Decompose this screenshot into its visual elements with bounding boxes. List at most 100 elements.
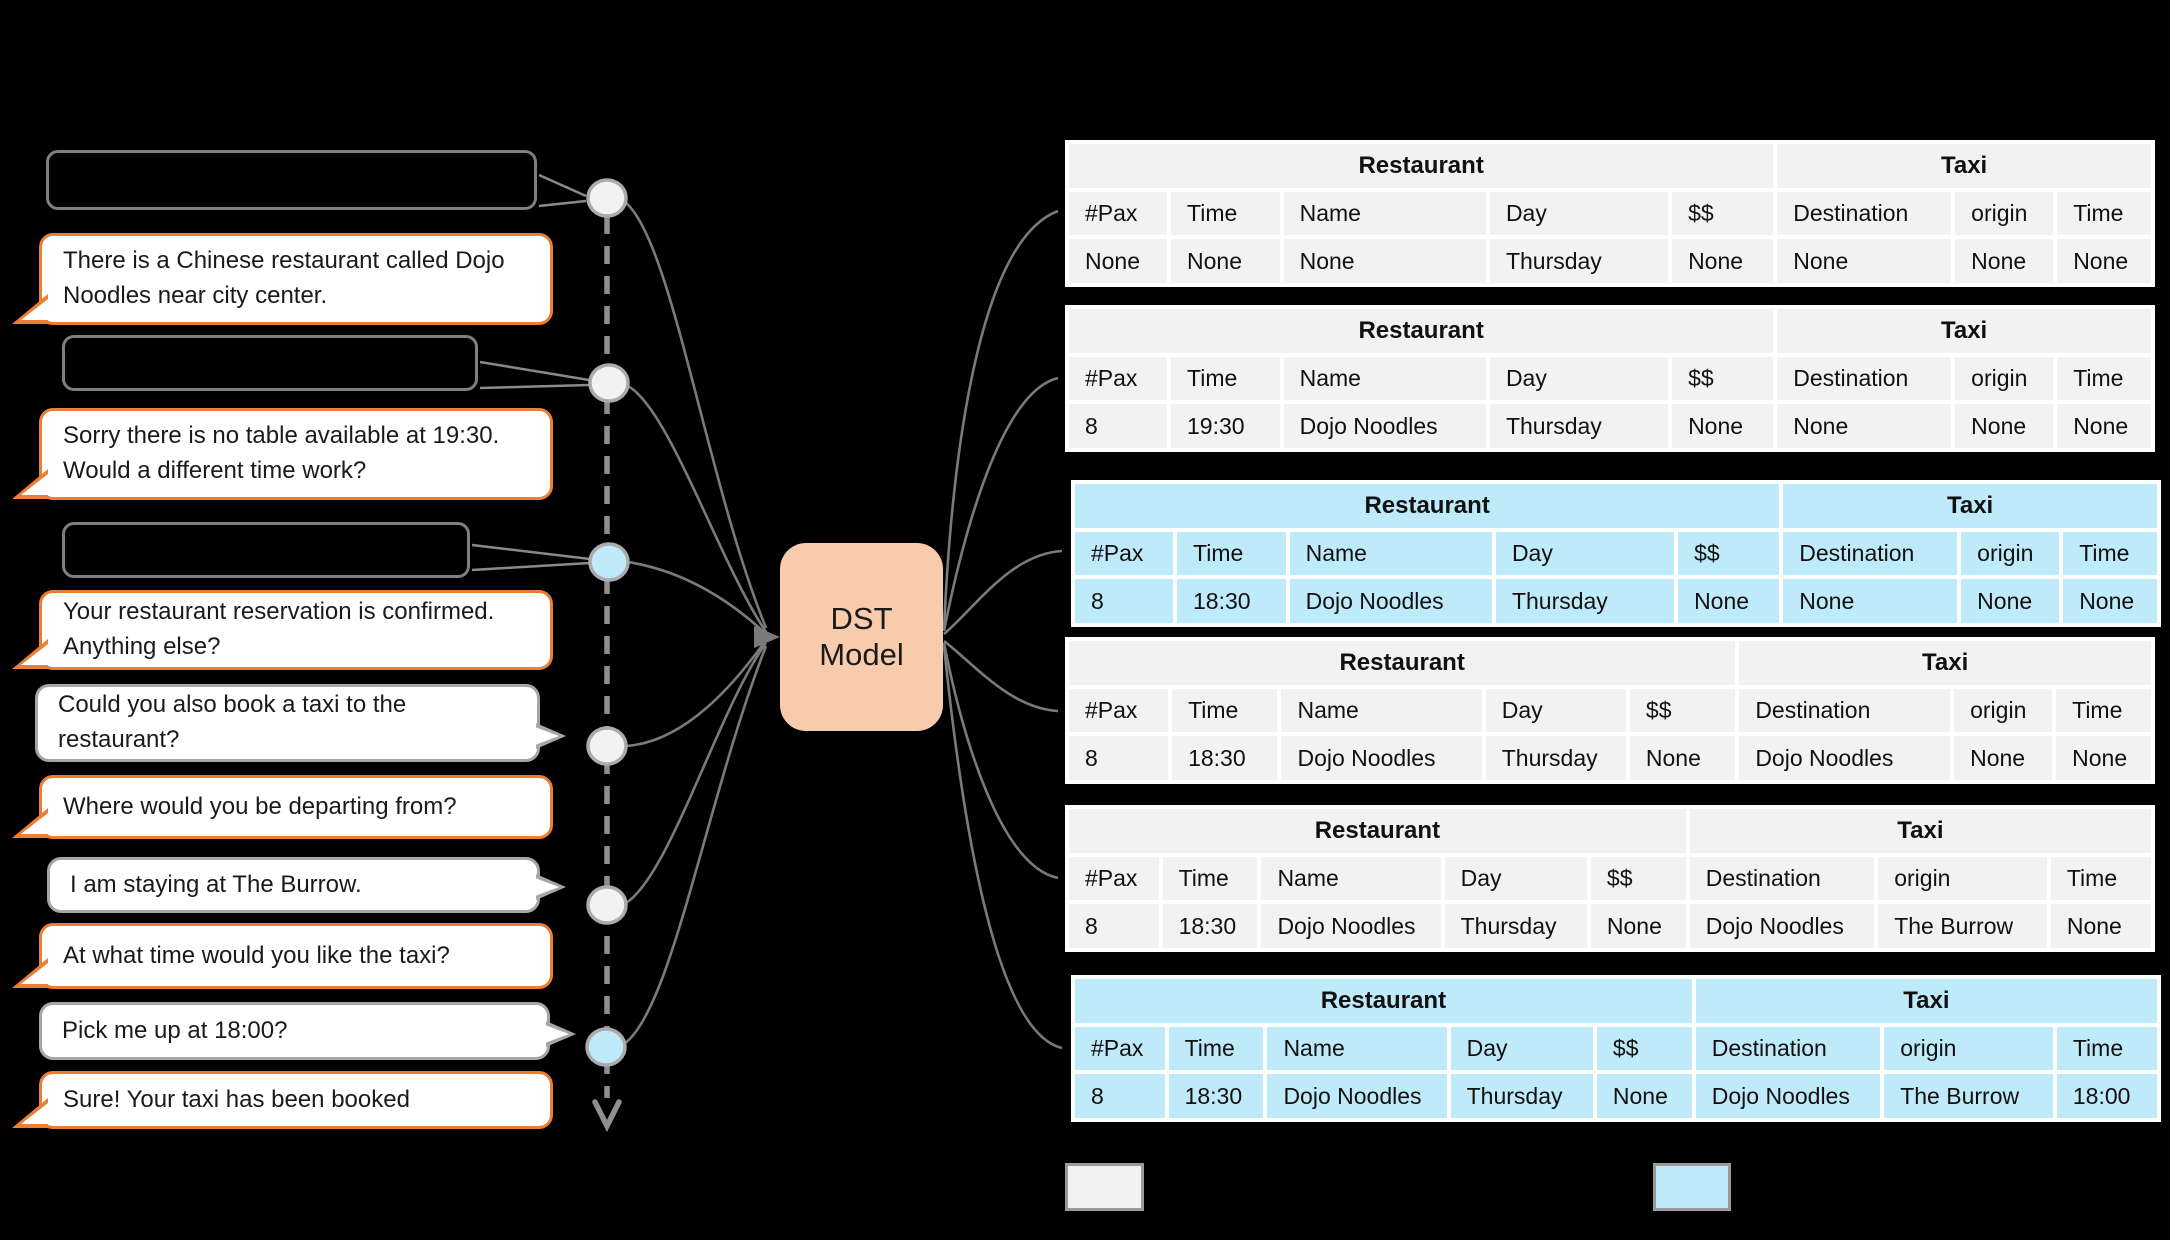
- value-cell: None: [1596, 1074, 1692, 1118]
- legend-normal-swatch: [1065, 1163, 1144, 1211]
- column-header: $$: [1590, 856, 1686, 901]
- turn-marker: [585, 1027, 627, 1067]
- value-cell: None: [2057, 239, 2151, 283]
- bubble-text: Your restaurant reservation is confirmed…: [63, 598, 495, 626]
- legend-highlight-swatch: [1653, 1163, 1731, 1211]
- group-header-taxi: Taxi: [1777, 144, 2151, 188]
- group-header-restaurant: Restaurant: [1069, 309, 1774, 353]
- column-header: origin: [1955, 191, 2054, 236]
- value-cell: Thursday: [1485, 736, 1626, 780]
- model-to-table-curves: [942, 209, 1063, 1050]
- column-header: Time: [1172, 688, 1278, 733]
- column-header: Destination: [1739, 688, 1951, 733]
- column-header: origin: [1884, 1026, 2053, 1071]
- column-header: #Pax: [1069, 191, 1168, 236]
- value-cell: 8: [1069, 904, 1159, 948]
- user-bubble: Could you also book a taxi to the restau…: [35, 684, 566, 762]
- value-cell: None: [1672, 239, 1774, 283]
- column-header: #Pax: [1075, 1026, 1165, 1071]
- turn-marker: [586, 726, 628, 766]
- column-header: #Pax: [1075, 531, 1174, 576]
- group-header-taxi: Taxi: [1739, 641, 2151, 685]
- column-header: origin: [1955, 356, 2054, 401]
- value-cell: 8: [1069, 736, 1169, 780]
- column-header: Time: [1177, 531, 1286, 576]
- column-header: Time: [2057, 356, 2151, 401]
- bubble-text: I am staying at The Burrow.: [70, 870, 362, 898]
- value-cell: None: [2056, 736, 2151, 780]
- column-header: Time: [2063, 531, 2157, 576]
- column-header: Time: [1171, 191, 1280, 236]
- value-cell: Dojo Noodles: [1281, 736, 1482, 780]
- bubble-text: Sorry there is no table available at 19:…: [63, 422, 500, 450]
- turn-marker: [588, 363, 630, 403]
- column-header: Destination: [1783, 531, 1958, 576]
- value-cell: 18:30: [1168, 1074, 1264, 1118]
- value-cell: 8: [1075, 579, 1174, 623]
- column-header: Name: [1261, 856, 1441, 901]
- user-bubble: I am staying at The Burrow.: [47, 857, 566, 913]
- value-cell: None: [1672, 404, 1774, 448]
- column-header: Day: [1485, 688, 1626, 733]
- value-cell: None: [1955, 404, 2054, 448]
- value-cell: None: [1629, 736, 1736, 780]
- value-cell: None: [1777, 239, 1952, 283]
- turn-marker: [586, 178, 628, 218]
- bubble-text: Would a different time work?: [63, 457, 367, 484]
- group-header-restaurant: Restaurant: [1069, 144, 1774, 188]
- group-header-taxi: Taxi: [1777, 309, 2151, 353]
- value-cell: Dojo Noodles: [1283, 404, 1486, 448]
- assistant-bubble: There is a Chinese restaurant called Doj…: [12, 233, 553, 325]
- column-header: Name: [1283, 191, 1486, 236]
- bubble-text: Where would you be departing from?: [63, 792, 457, 820]
- column-header: Time: [1162, 856, 1258, 901]
- column-header: Day: [1450, 1026, 1593, 1071]
- value-cell: The Burrow: [1878, 904, 2047, 948]
- value-cell: None: [1955, 239, 2054, 283]
- column-header: $$: [1678, 531, 1780, 576]
- assistant-bubble: At what time would you like the taxi?: [12, 923, 553, 989]
- column-header: Destination: [1777, 191, 1952, 236]
- column-header: Time: [2050, 856, 2151, 901]
- value-cell: None: [1678, 579, 1780, 623]
- bubble-text: Sure! Your taxi has been booked: [63, 1085, 410, 1113]
- value-cell: None: [2063, 579, 2157, 623]
- assistant-bubble: Sorry there is no table available at 19:…: [12, 408, 553, 500]
- value-cell: None: [1954, 736, 2053, 780]
- group-header-restaurant: Restaurant: [1069, 641, 1736, 685]
- column-header: #Pax: [1069, 356, 1168, 401]
- column-header: Time: [1168, 1026, 1264, 1071]
- value-cell: 18:30: [1162, 904, 1258, 948]
- value-cell: Thursday: [1495, 579, 1675, 623]
- bubble-text: Anything else?: [63, 633, 221, 660]
- value-cell: None: [1783, 579, 1958, 623]
- assistant-bubble: Where would you be departing from?: [12, 775, 553, 839]
- value-cell: 18:00: [2056, 1074, 2157, 1118]
- group-header-restaurant: Restaurant: [1075, 979, 1692, 1023]
- column-header: Destination: [1777, 356, 1952, 401]
- bubble-text: restaurant?: [58, 726, 180, 753]
- dst-model-label: DST Model: [819, 601, 904, 672]
- value-cell: The Burrow: [1884, 1074, 2053, 1118]
- column-header: Name: [1267, 1026, 1447, 1071]
- column-header: Destination: [1695, 1026, 1881, 1071]
- column-header: $$: [1596, 1026, 1692, 1071]
- value-cell: Dojo Noodles: [1739, 736, 1951, 780]
- group-header-taxi: Taxi: [1783, 484, 2157, 528]
- value-cell: Thursday: [1444, 904, 1587, 948]
- turn-marker: [588, 542, 630, 582]
- column-header: Time: [2056, 1026, 2157, 1071]
- assistant-bubble: Sure! Your taxi has been booked: [12, 1071, 553, 1129]
- value-cell: None: [2057, 404, 2151, 448]
- column-header: Day: [1489, 191, 1669, 236]
- group-header-taxi: Taxi: [1689, 809, 2151, 853]
- column-header: #Pax: [1069, 688, 1169, 733]
- bubble-text: There is a Chinese restaurant called Doj…: [63, 247, 505, 275]
- value-cell: Thursday: [1489, 404, 1669, 448]
- user-bubble-masked: [46, 150, 537, 210]
